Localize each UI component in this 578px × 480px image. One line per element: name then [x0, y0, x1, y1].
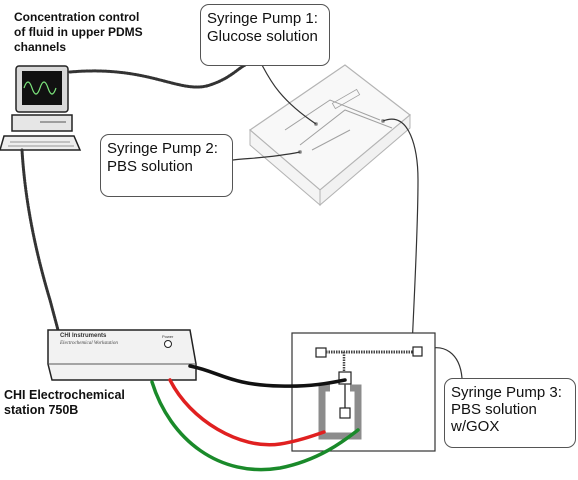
syringe-pump-3-box: Syringe Pump 3: PBS solution w/GOX	[444, 378, 576, 448]
syringe-pump-1-box: Syringe Pump 1: Glucose solution	[200, 4, 330, 66]
concentration-line-1: Concentration control	[14, 10, 140, 24]
pump1-line-1: Syringe Pump 1:	[207, 10, 318, 27]
pump2-line-2: PBS solution	[107, 158, 193, 175]
pump3-line-2: PBS solution	[451, 401, 537, 418]
instrument-subtitle: Electrochemical Workstation	[60, 341, 118, 346]
pump1-line-2: Glucose solution	[207, 28, 318, 45]
upper-pdms-chip	[249, 64, 411, 207]
computer-icon	[0, 65, 82, 151]
chi-line-1: CHI Electrochemical	[4, 388, 125, 402]
concentration-line-3: channels	[14, 40, 67, 54]
chi-line-2: station 750B	[4, 403, 79, 417]
tubing-lines	[20, 60, 463, 379]
instrument-power-label: Power	[162, 334, 174, 339]
chi-station-label: CHI Electrochemical station 750B	[4, 388, 125, 418]
syringe-pump-2-box: Syringe Pump 2: PBS solution	[100, 134, 233, 197]
concentration-line-2: of fluid in upper PDMS	[14, 25, 143, 39]
pump2-line-1: Syringe Pump 2:	[107, 140, 218, 157]
electrode-wires	[150, 364, 360, 472]
instrument-brand: CHI Instruments	[60, 333, 107, 339]
pump3-line-3: w/GOX	[451, 418, 500, 435]
chi-station-device	[47, 329, 197, 381]
lower-chip	[291, 332, 436, 452]
concentration-control-label: Concentration control of fluid in upper …	[14, 10, 143, 55]
pump3-line-1: Syringe Pump 3:	[451, 384, 562, 401]
